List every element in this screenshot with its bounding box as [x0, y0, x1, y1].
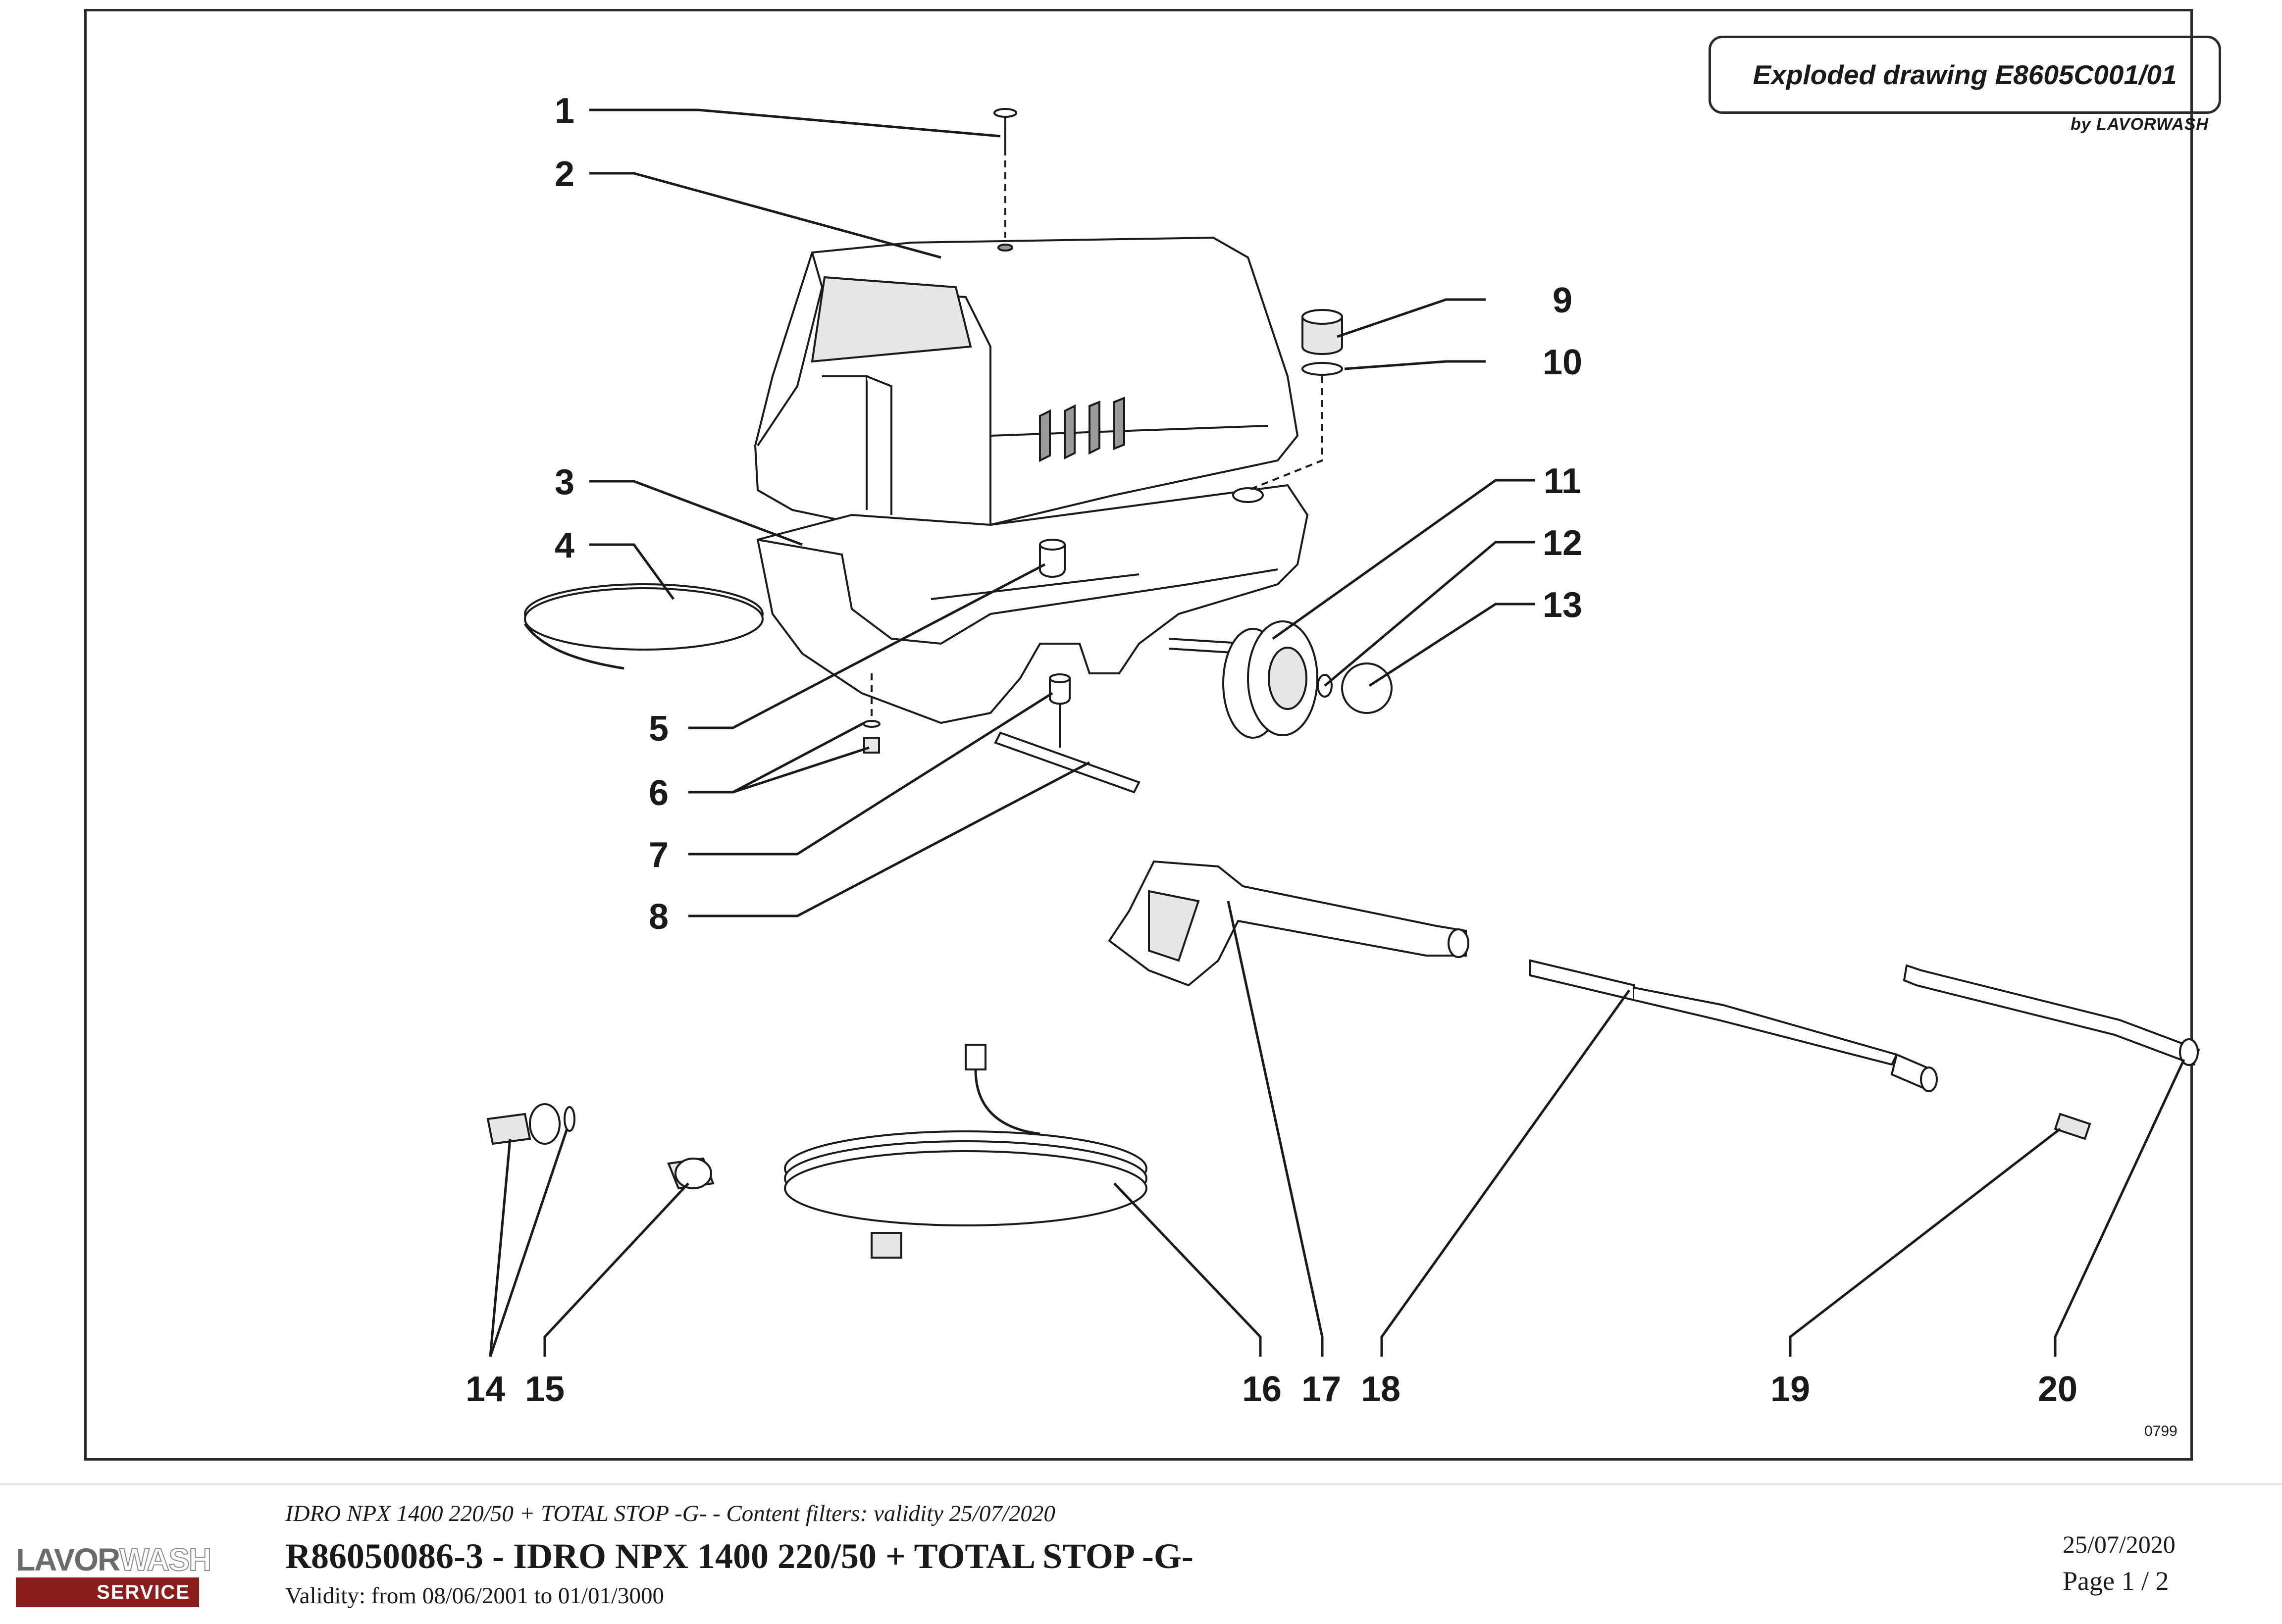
callout-8: 8 [649, 897, 669, 937]
callout-5: 5 [649, 709, 669, 749]
cap-part [1247, 309, 1343, 491]
cover-part [754, 236, 1299, 551]
validity-line: Validity: from 08/06/2001 to 01/01/3000 [285, 1583, 665, 1609]
logo-service-band: SERVICE [16, 1577, 199, 1607]
callout-11: 11 [1544, 461, 1581, 501]
content-filters-line: IDRO NPX 1400 220/50 + TOTAL STOP -G- - … [285, 1501, 1055, 1526]
drawing-code: 0799 [2144, 1423, 2178, 1439]
small-fittings [863, 539, 1141, 794]
callout-numbers: 1 2 3 4 5 6 7 8 9 10 11 12 13 14 15 16 1… [466, 91, 2077, 1409]
drawing-frame [84, 9, 2193, 1461]
callout-14: 14 [466, 1370, 505, 1409]
callout-15: 15 [525, 1370, 565, 1409]
callout-7: 7 [649, 835, 669, 875]
wheel-part [1168, 620, 1393, 739]
fittings-14-15 [486, 1103, 715, 1190]
document-title: R86050086-3 - IDRO NPX 1400 220/50 + TOT… [285, 1536, 1193, 1576]
base-part [756, 484, 1309, 724]
footer-divider [0, 1483, 2282, 1485]
by-label: by LAVORWASH [2071, 115, 2209, 134]
callout-16: 16 [1242, 1370, 1282, 1409]
callout-17: 17 [1301, 1370, 1341, 1409]
logo-wash-text: WASH [119, 1542, 212, 1577]
callout-3: 3 [555, 462, 574, 502]
callout-19: 19 [1770, 1370, 1810, 1409]
callout-4: 4 [555, 526, 574, 565]
lance-part [1529, 959, 1938, 1092]
callout-1: 1 [555, 91, 574, 131]
leader-lines [489, 108, 2185, 1357]
callout-20: 20 [2038, 1370, 2077, 1409]
screw-part [993, 108, 1017, 238]
callout-18: 18 [1361, 1370, 1400, 1409]
callout-13: 13 [1543, 585, 1582, 625]
callout-9: 9 [1553, 281, 1572, 320]
callout-10: 10 [1543, 343, 1582, 382]
callout-6: 6 [649, 773, 669, 813]
exploded-drawing: 1 2 3 4 5 6 7 8 9 10 11 12 13 14 15 16 1… [466, 91, 2200, 1409]
page-indicator: Page 1 / 2 [2063, 1566, 2169, 1596]
spray-gun-part [1108, 860, 1469, 987]
drawing-title: Exploded drawing E8605C001/01 [1753, 59, 2177, 90]
cable-coil-part [523, 583, 764, 670]
hose-part [784, 1044, 1147, 1259]
nozzle-part [1903, 964, 2200, 1140]
drawing-title-box: Exploded drawing E8605C001/01 [1709, 36, 2221, 114]
logo-lavor-text: LAVOR [16, 1542, 120, 1577]
callout-2: 2 [555, 154, 574, 194]
callout-12: 12 [1543, 523, 1582, 563]
document-date: 25/07/2020 [2063, 1530, 2176, 1558]
